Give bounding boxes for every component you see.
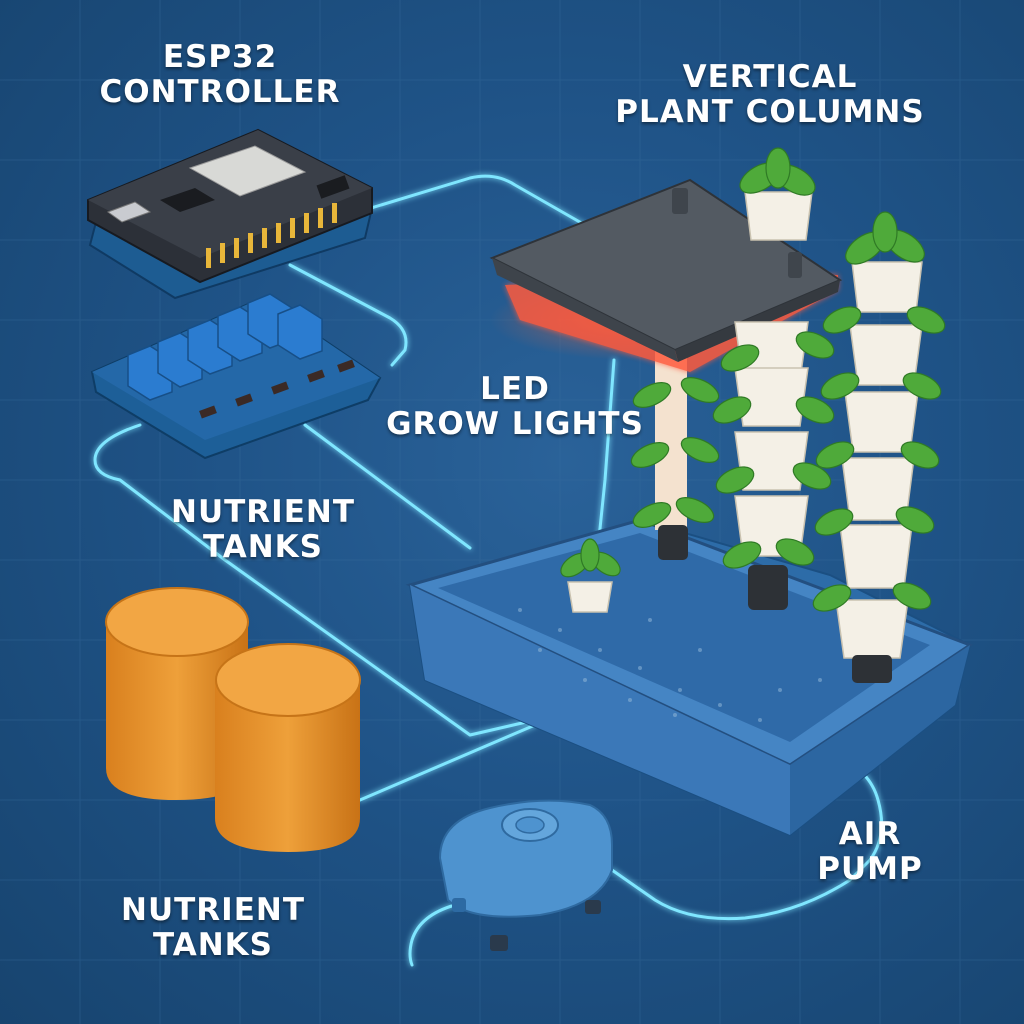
label-vertical-plant-columns: VERTICAL PLANT COLUMNS bbox=[585, 60, 955, 129]
wire-reservoir-to-airpump bbox=[610, 753, 884, 921]
label-esp32-line-2: CONTROLLER bbox=[99, 73, 341, 110]
label-esp32-controller: ESP32 CONTROLLER bbox=[90, 40, 350, 109]
wire-airpump-tube bbox=[408, 903, 457, 967]
vertical-plant-column-left bbox=[630, 377, 720, 560]
label-led-line-2: GROW LIGHTS bbox=[386, 405, 644, 442]
small-potted-plant bbox=[560, 538, 621, 613]
nutrient-tank-right bbox=[215, 643, 361, 852]
wire-led-to-reservoir bbox=[596, 358, 616, 550]
label-nutrient-lower-line-1: NUTRIENT bbox=[121, 892, 305, 928]
label-nutrient-upper-line-1: NUTRIENT bbox=[171, 494, 355, 530]
label-nutrient-upper-line-2: TANKS bbox=[202, 528, 324, 565]
label-nutrient-tanks-upper: NUTRIENT TANKS bbox=[148, 495, 378, 564]
nutrient-tank-left bbox=[105, 587, 249, 800]
esp32-controller-board bbox=[87, 128, 374, 300]
vertical-plant-column-right bbox=[812, 211, 946, 683]
wire-tanks-to-reservoir bbox=[358, 723, 537, 802]
vertical-plant-column-center bbox=[712, 147, 835, 610]
label-air-line-1: AIR bbox=[838, 816, 902, 852]
label-vertical-line-2: PLANT COLUMNS bbox=[615, 93, 925, 130]
relay-module-board bbox=[90, 293, 382, 460]
label-air-pump: AIR PUMP bbox=[790, 817, 950, 886]
relay-blocks bbox=[127, 293, 323, 401]
wire-esp32-to-relay bbox=[288, 263, 408, 367]
label-nutrient-tanks-lower: NUTRIENT TANKS bbox=[98, 893, 328, 962]
wire-relay-to-tanks bbox=[93, 423, 537, 737]
label-led-line-1: LED bbox=[480, 371, 550, 407]
air-pump-device bbox=[438, 799, 613, 951]
label-air-line-2: PUMP bbox=[817, 850, 923, 887]
label-vertical-line-1: VERTICAL bbox=[682, 59, 858, 95]
wire-esp32-to-led bbox=[356, 174, 587, 227]
label-led-grow-lights: LED GROW LIGHTS bbox=[365, 372, 665, 441]
label-esp32-line-1: ESP32 bbox=[162, 39, 278, 75]
label-nutrient-lower-line-2: TANKS bbox=[152, 926, 274, 963]
wire-relay-to-reservoir bbox=[303, 423, 472, 550]
